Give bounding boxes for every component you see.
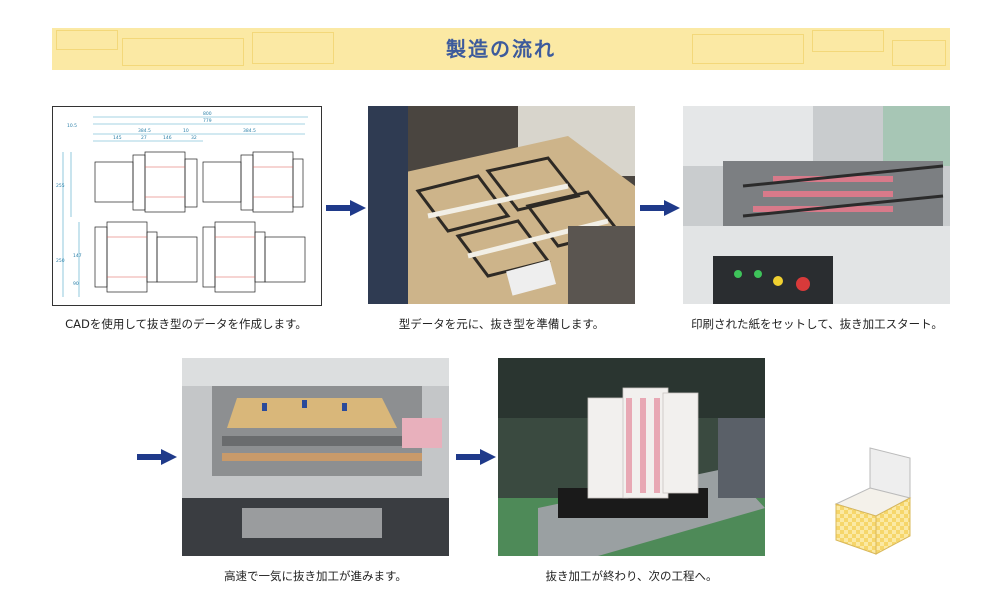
cad-dim: 27 bbox=[141, 135, 147, 141]
banner-decoration bbox=[252, 32, 334, 64]
page-title: 製造の流れ bbox=[446, 37, 556, 61]
step-3-caption: 印刷された紙をセットして、抜き加工スタート。 bbox=[691, 317, 943, 331]
cad-dim: 255 bbox=[56, 183, 65, 189]
cad-dim: 800 bbox=[203, 111, 212, 117]
arrow-right-icon bbox=[456, 449, 496, 465]
die-board-photo bbox=[368, 106, 635, 304]
cad-dim: 384.5 bbox=[243, 128, 256, 134]
arrow-right-icon bbox=[326, 200, 366, 216]
cad-dim: 250 bbox=[56, 258, 65, 264]
header-banner: 製造の流れ bbox=[52, 28, 950, 70]
banner-decoration bbox=[692, 34, 804, 64]
banner-decoration bbox=[892, 40, 946, 66]
cad-dim: 10 bbox=[183, 128, 189, 134]
finished-stacks-photo bbox=[498, 358, 765, 556]
cad-dim: 145 bbox=[113, 135, 122, 141]
step-1-caption: CADを使用して抜き型のデータを作成します。 bbox=[65, 317, 307, 331]
box-illustration bbox=[828, 446, 918, 556]
cad-drawing-image: 800 779 10.5 384.5 10 384.5 145 27 146 3… bbox=[52, 106, 322, 306]
cad-dim: 146 bbox=[163, 135, 172, 141]
die-cutting-photo bbox=[182, 358, 449, 556]
cad-dim: 147 bbox=[73, 253, 82, 259]
cad-dim: 90 bbox=[73, 281, 79, 287]
arrow-right-icon bbox=[640, 200, 680, 216]
cad-dim: 10.5 bbox=[67, 123, 77, 129]
arrow-right-icon bbox=[137, 449, 177, 465]
banner-decoration bbox=[56, 30, 118, 50]
banner-decoration bbox=[812, 30, 884, 52]
cad-dim: 384.5 bbox=[138, 128, 151, 134]
machine-feeder-photo bbox=[683, 106, 950, 304]
step-2-caption: 型データを元に、抜き型を準備します。 bbox=[398, 317, 605, 331]
step-5-caption: 抜き加工が終わり、次の工程へ。 bbox=[545, 569, 718, 583]
cad-dim: 779 bbox=[203, 118, 212, 124]
banner-decoration bbox=[122, 38, 244, 66]
step-4-caption: 高速で一気に抜き加工が進みます。 bbox=[224, 569, 407, 583]
cad-dim: 32 bbox=[191, 135, 197, 141]
